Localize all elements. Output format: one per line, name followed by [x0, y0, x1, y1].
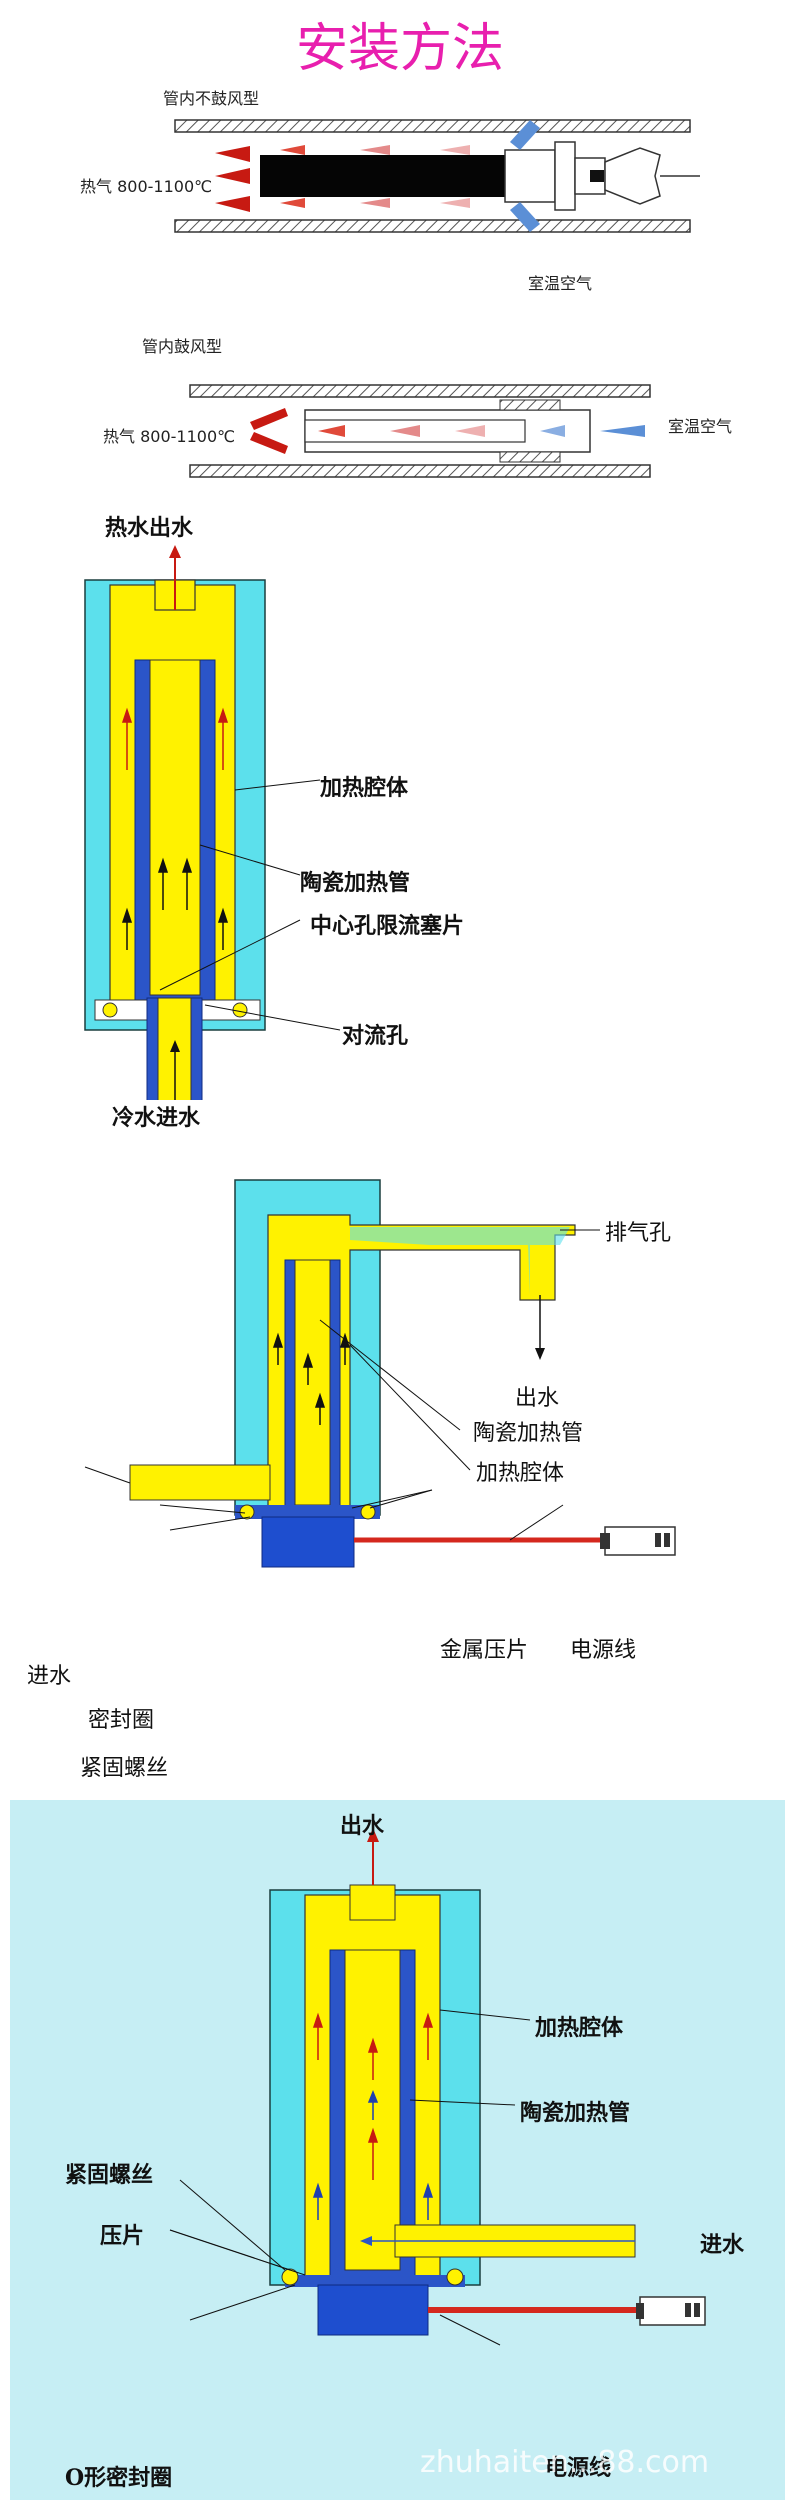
hot-air-arrow	[215, 146, 250, 162]
heating-element	[260, 155, 505, 197]
fig5-screw-label: 紧固螺丝	[65, 2162, 154, 2188]
tube-inner	[294, 1259, 331, 1506]
fig5-plate-label: 压片	[100, 2223, 145, 2249]
base-block	[317, 2284, 429, 2336]
warm-air-arrow	[455, 425, 485, 437]
screw	[281, 2268, 299, 2286]
seal-plate	[235, 1505, 380, 1519]
base-block	[261, 1516, 355, 1568]
fig3-hole-label: 对流孔	[342, 1023, 409, 1049]
inner-flange-top	[499, 399, 561, 411]
warm-air-arrow	[360, 145, 390, 155]
figure-non-blower	[174, 119, 700, 233]
screw	[232, 1002, 248, 1018]
element-holder	[504, 149, 556, 203]
flow-arrows	[312, 2012, 434, 2180]
fig5-cable-label: 电源线	[545, 2455, 612, 2481]
figure-water-heater-c	[169, 1828, 706, 2346]
flow-arrows-black	[272, 1332, 351, 1425]
warm-air-arrow	[440, 198, 470, 208]
fig3-tube-label: 陶瓷加热管	[300, 870, 411, 896]
vent-channel	[350, 1227, 570, 1295]
watermark-text: zhuhaiten...88.com	[420, 2445, 710, 2480]
outlet-neck	[349, 1884, 396, 1921]
fig3-chamber-label: 加热腔体	[320, 775, 409, 801]
hot-air-arrow	[280, 145, 305, 155]
figure-water-heater-a	[84, 545, 341, 1100]
fig1-hot-air-label: 热气 800-1100℃	[80, 177, 213, 196]
fig4-vent-label: 排气孔	[605, 1221, 672, 1246]
figure-blower	[189, 384, 651, 478]
pipe-wall-top	[174, 119, 691, 133]
fig4-tube-label: 陶瓷加热管	[473, 1421, 584, 1446]
fig1-room-air-label: 室温空气	[528, 274, 593, 293]
hot-air-arrow	[318, 425, 345, 437]
fig5-inlet-label: 进水	[700, 2232, 745, 2258]
warm-air-arrow	[360, 198, 390, 208]
room-air-arrow	[510, 120, 540, 150]
fig4-chamber-label: 加热腔体	[476, 1461, 565, 1486]
screw	[446, 2268, 464, 2286]
fig2-heading: 管内鼓风型	[142, 337, 223, 356]
hot-air-arrow	[215, 196, 250, 212]
terminal-clip	[604, 147, 661, 205]
fig2-room-air-label: 室温空气	[668, 417, 733, 436]
fig5-tube-label: 陶瓷加热管	[520, 2100, 631, 2126]
hot-air-arrow	[280, 198, 305, 208]
page-title: 安装方法	[295, 19, 504, 79]
fig4-screw-label: 紧固螺丝	[80, 1756, 169, 1781]
room-air-arrow	[600, 425, 645, 437]
fig3-plug-label: 中心孔限流塞片	[310, 913, 465, 939]
hot-air-arrow	[215, 168, 250, 184]
fig5-outlet-label: 出水	[340, 1813, 385, 1839]
fig4-inlet-label: 进水	[27, 1664, 72, 1689]
warm-air-arrow	[390, 425, 420, 437]
pipe-wall-top	[189, 384, 651, 398]
fig4-plate-label: 金属压片	[440, 1638, 529, 1663]
room-air-arrow	[540, 425, 565, 437]
fig5-oring-label: O形密封圈	[65, 2465, 173, 2491]
screw	[360, 1504, 376, 1520]
hot-air-arrow	[250, 408, 288, 430]
fig3-outlet-label: 热水出水	[105, 515, 194, 541]
warm-air-arrow	[440, 145, 470, 155]
fig2-hot-air-label: 热气 800-1100℃	[103, 427, 236, 446]
fig4-seal-label: 密封圈	[88, 1708, 155, 1733]
room-air-arrow	[510, 202, 540, 232]
fig1-heading: 管内不鼓风型	[163, 89, 260, 108]
base-plate	[285, 2275, 465, 2287]
fig5-chamber-label: 加热腔体	[535, 2015, 624, 2041]
fig4-outlet-label: 出水	[515, 1386, 560, 1411]
pipe-wall-bottom	[174, 219, 691, 233]
fig3-inlet-label: 冷水进水	[112, 1105, 201, 1131]
inlet-pipe	[129, 1464, 271, 1501]
hot-air-arrow	[250, 432, 288, 454]
element-flange	[554, 141, 576, 211]
flow-arrows	[121, 707, 229, 770]
tube-inner	[149, 659, 201, 996]
flow-arrows-black	[121, 857, 229, 950]
screw	[102, 1002, 118, 1018]
figure-water-heater-b	[84, 1179, 676, 1568]
fig4-cable-label: 电源线	[570, 1638, 637, 1663]
terminal-block	[590, 170, 604, 182]
pipe-wall-bottom	[189, 464, 651, 478]
screw	[239, 1504, 255, 1520]
inner-flange-bottom	[499, 451, 561, 463]
flow-arrows-blue	[312, 2089, 434, 2220]
